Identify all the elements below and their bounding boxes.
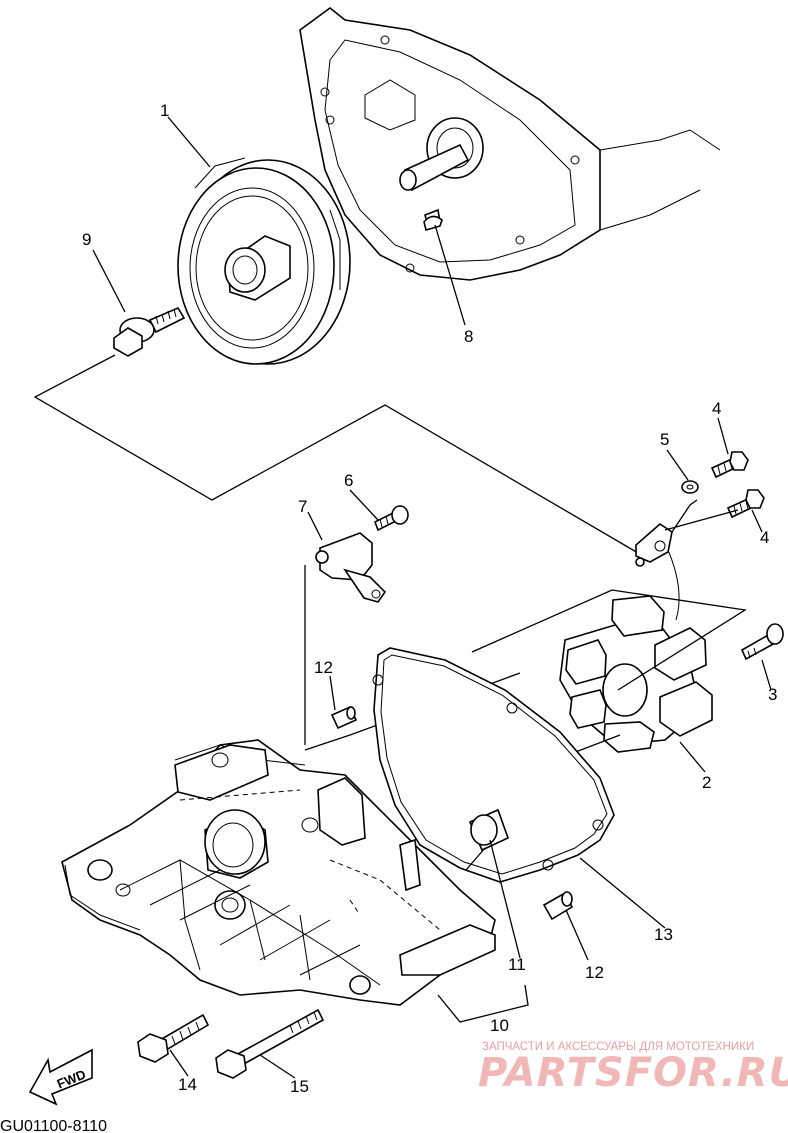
washer: [681, 480, 699, 494]
callout-4-lower: 4: [760, 528, 769, 547]
rotor-flywheel: [177, 157, 351, 365]
callout-12-lower: 12: [585, 963, 604, 982]
woodruff-key: [423, 215, 443, 231]
stator-coupler: [635, 499, 739, 621]
callout-3: 3: [768, 685, 777, 704]
collar: [468, 808, 509, 852]
callout-10: 10: [490, 1016, 509, 1035]
engine-crankcase: [299, 6, 721, 281]
watermark: ЗАПЧАСТИ И АКСЕССУАРЫ ДЛЯ МОТОТЕХНИКИ PA…: [478, 1041, 788, 1096]
callout-12-upper: 12: [314, 658, 333, 677]
callout-8: 8: [464, 327, 473, 346]
callout-11: 11: [508, 955, 526, 974]
flange-bolt: [113, 306, 186, 357]
callout-13: 13: [654, 925, 673, 944]
callout-7: 7: [298, 497, 307, 516]
assembly-bracket: [33, 354, 651, 561]
diagram-code: GU01100-8110: [0, 1118, 107, 1133]
leader-lines: [92, 116, 772, 1079]
callout-15: 15: [290, 1077, 309, 1096]
pickup-coil: [315, 532, 387, 603]
stator-bolt: [740, 623, 784, 661]
callout-14: 14: [178, 1075, 197, 1094]
callout-2: 2: [702, 773, 711, 792]
callout-9: 9: [82, 230, 91, 249]
dowel-pin-lower: [542, 891, 574, 921]
bolt-4-upper: [710, 451, 749, 479]
callout-1: 1: [160, 101, 169, 120]
bolt-14: [137, 1013, 210, 1063]
callout-4-upper: 4: [712, 399, 721, 418]
dowel-pin-upper: [330, 705, 358, 730]
stator-assembly: [559, 595, 713, 753]
watermark-tagline: ЗАПЧАСТИ И АКСЕССУАРЫ ДЛЯ МОТОТЕХНИКИ: [482, 1041, 754, 1053]
bolt-15: [215, 1008, 325, 1079]
watermark-brand: PARTSFOR.RU: [478, 1050, 788, 1096]
forward-arrow-icon: FWD: [28, 1048, 93, 1106]
gasket: [372, 647, 615, 883]
callout-5: 5: [660, 430, 669, 449]
screw-6: [373, 505, 409, 532]
crankcase-cover: [61, 739, 496, 1006]
bolt-4-lower: [726, 489, 765, 519]
callout-labels: 1 2 3 4 4 5 6 7 8 9 10 11 12 12 13 14 15: [82, 101, 777, 1096]
guide-lines: [304, 565, 747, 775]
callout-6: 6: [344, 471, 353, 490]
